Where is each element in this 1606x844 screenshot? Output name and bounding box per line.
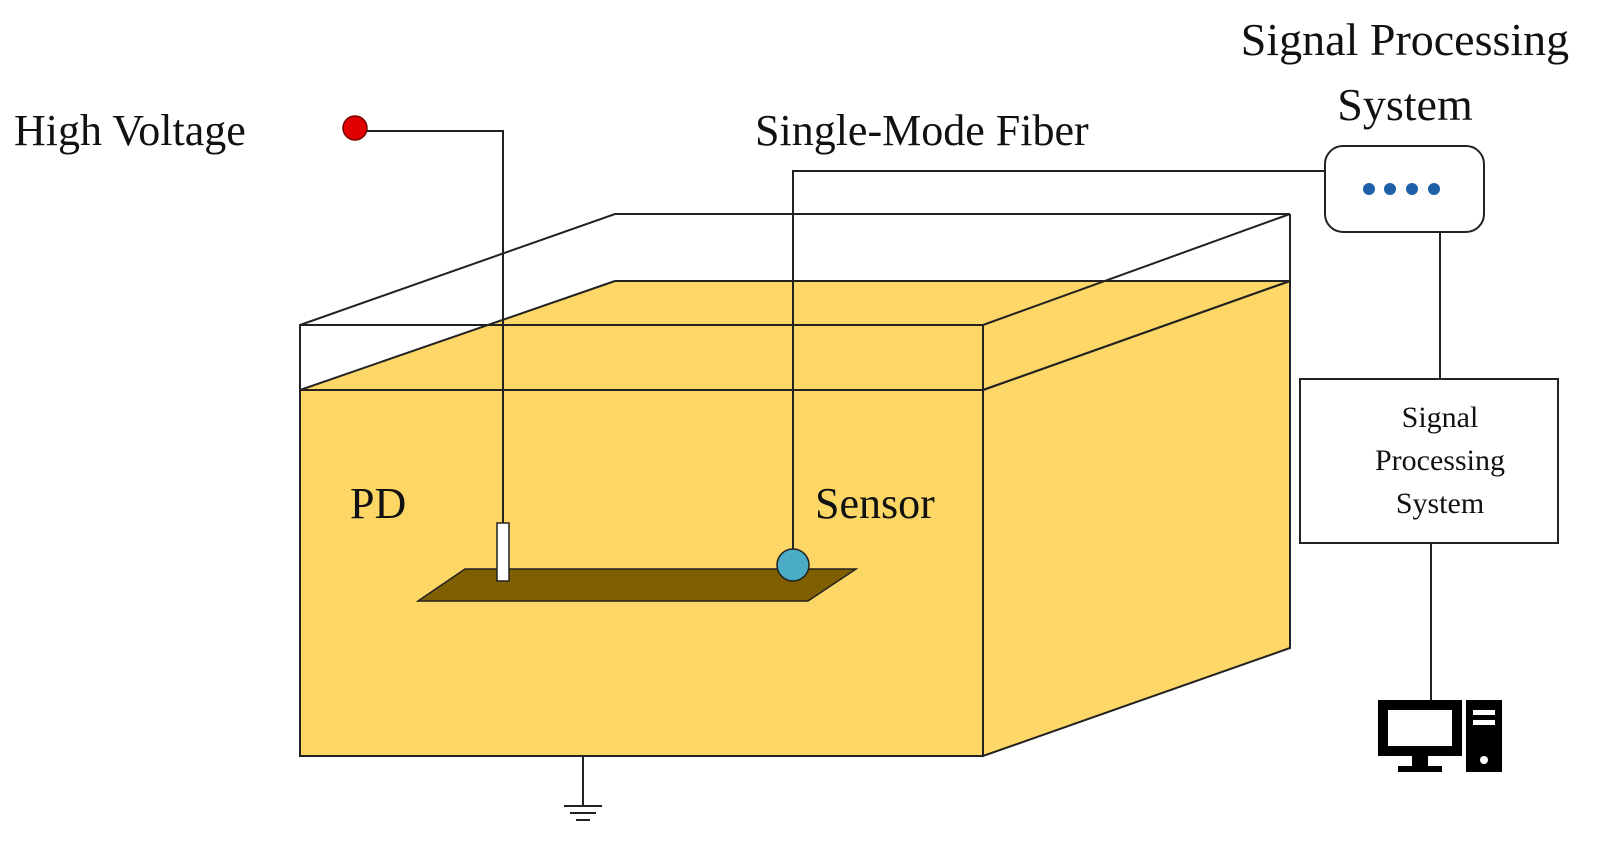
high-voltage-label: High Voltage (14, 106, 246, 155)
sensor-label: Sensor (815, 479, 935, 528)
monitor-icon (1378, 700, 1462, 772)
single-mode-fiber-line (792, 170, 1325, 550)
tank-rim-right-top (982, 213, 1291, 326)
sps-top-label-line2: System (1337, 79, 1473, 130)
oil-level-right (982, 280, 1291, 391)
needle-electrode (496, 522, 510, 582)
sps-top-label-line1: Signal Processing (1241, 14, 1569, 65)
high-voltage-terminal (342, 115, 368, 141)
single-mode-fiber-label: Single-Mode Fiber (755, 106, 1089, 155)
oil-tank (299, 213, 1291, 758)
high-voltage-wire (367, 130, 504, 523)
sps-box-line3: System (1396, 487, 1484, 520)
tank-rim-left (299, 213, 1290, 390)
signal-processing-box (1299, 378, 1559, 544)
sensor-icon (776, 548, 810, 582)
sps-box-line2: Processing (1375, 444, 1505, 477)
signal-processing-device (1324, 145, 1485, 233)
oil-level-left (299, 280, 616, 391)
oil-top-surface (300, 281, 1290, 390)
electrode-plate (415, 568, 859, 602)
led-indicator-icon (1363, 183, 1440, 195)
sps-box-line1: Signal (1402, 401, 1479, 434)
ground-icon (564, 756, 602, 821)
tower-pc-icon (1466, 700, 1502, 772)
pd-label: PD (350, 479, 406, 528)
